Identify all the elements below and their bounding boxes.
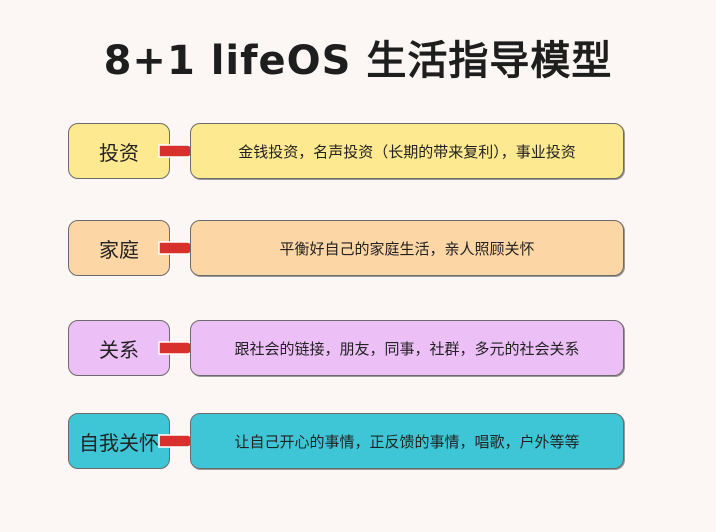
description-box: 让自己开心的事情，正反馈的事情，唱歌，户外等等 <box>190 413 624 469</box>
description-box: 平衡好自己的家庭生活，亲人照顾关怀 <box>190 220 624 276</box>
page-title: 8+1 lifeOS 生活指导模型 <box>103 38 613 84</box>
row-self-care: 自我关怀 让自己开心的事情，正反馈的事情，唱歌，户外等等 <box>0 413 716 471</box>
description-box: 跟社会的链接，朋友，同事，社群，多元的社会关系 <box>190 320 624 376</box>
category-box: 关系 <box>68 320 170 376</box>
category-box: 家庭 <box>68 220 170 276</box>
description-box: 金钱投资，名声投资（长期的带来复利），事业投资 <box>190 123 624 179</box>
category-box: 投资 <box>68 123 170 179</box>
row-family: 家庭 平衡好自己的家庭生活，亲人照顾关怀 <box>0 220 716 278</box>
row-investment: 投资 金钱投资，名声投资（长期的带来复利），事业投资 <box>0 123 716 181</box>
row-relationships: 关系 跟社会的链接，朋友，同事，社群，多元的社会关系 <box>0 320 716 378</box>
category-box: 自我关怀 <box>68 413 170 469</box>
